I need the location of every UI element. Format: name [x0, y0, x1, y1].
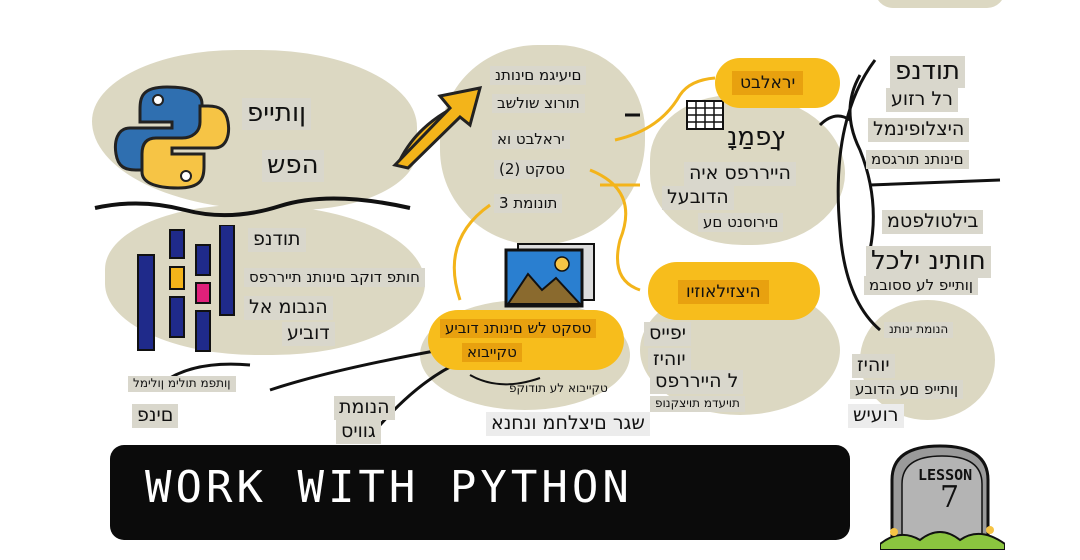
right-r4: בילטולפטמ [882, 210, 984, 234]
mid-desc-1: הייררפס איה [684, 162, 796, 186]
vis-3: ל הייררפס [650, 370, 744, 394]
vis-2: יוהיז [648, 348, 691, 372]
mid-pandas-label: ץַפמַנָ [727, 122, 786, 152]
bottom-left-small: ןותפמ תולימ ןולימל [128, 376, 236, 392]
image-photo-icon [504, 243, 595, 308]
vis-4: תויעדמ תויצקנופ [650, 396, 745, 412]
mid-desc-2: הדובעל [662, 186, 734, 210]
learn-label-2: דוביע [282, 322, 335, 346]
right-r2: היצלופינמל [868, 118, 970, 142]
right-r10: רועיש [848, 404, 904, 428]
right-r5: חותינ ילכל [866, 246, 991, 278]
bottom-left-word: םינפ [132, 404, 179, 428]
pandas-bars-icon [137, 225, 235, 352]
tabular-cloud-label: יראלבט [732, 71, 804, 95]
lesson-number: 7 [940, 480, 960, 515]
table-grid-icon [686, 100, 724, 130]
right-r6: ןותייפ לע ססובמ [864, 276, 978, 296]
bottom-phrase: שגר םיצלחמ ונחנא [486, 412, 650, 436]
right-r3: םינותנ תורגסמ [866, 150, 969, 170]
python-title-2: הפש [262, 150, 324, 182]
lesson-label: LESSON [918, 466, 973, 484]
vis-1: יפייס [644, 322, 691, 346]
mid-desc-3: םירוסנט םע [698, 213, 784, 233]
lesson-stone-icon [880, 444, 1005, 550]
visualization-cloud-label: היצזילאוזיו [678, 280, 769, 304]
text-processing-label: טסקט לש םינותנ דוביע [440, 319, 597, 339]
data-arrives-3: יראלבט וא [492, 130, 570, 150]
left-pandas-desc: חותפ דוקב םינותנ תייררפס [244, 268, 425, 288]
right-r1: רל רזוע [886, 88, 958, 112]
bottom-mid-word-2: גוויס [336, 420, 381, 444]
data-arrives-5: תונומת 3 [494, 194, 563, 214]
right-pandas-label: תודנפ [890, 56, 966, 88]
right-r8: יוהיז [852, 354, 895, 378]
learn-label-1: הנבומ אל [244, 296, 333, 320]
data-arrives-2: תורוצ שולשב [492, 94, 585, 114]
python-title-1: ןותייפ [242, 98, 312, 130]
banner-title: WORK WITH PYTHON [145, 462, 633, 513]
bottom-mid-word-1: הנומת [334, 396, 395, 420]
data-arrives-4: טסקט (2) [494, 160, 570, 180]
object-note: טקייבוא לע תודוקפ [509, 381, 608, 395]
top-right-corner-blob [875, 0, 1005, 8]
python-logo-icon [113, 85, 231, 190]
right-r7: הנומת ינותנ [884, 322, 954, 338]
data-arrives-1: םיעיגמ םינותנ [490, 66, 587, 86]
left-pandas-label: תודנפ [248, 228, 306, 252]
text-object-label: טקייבוא [462, 343, 522, 363]
title-banner [110, 445, 850, 540]
right-r9: ןותייפ םע הדובע [850, 380, 964, 400]
